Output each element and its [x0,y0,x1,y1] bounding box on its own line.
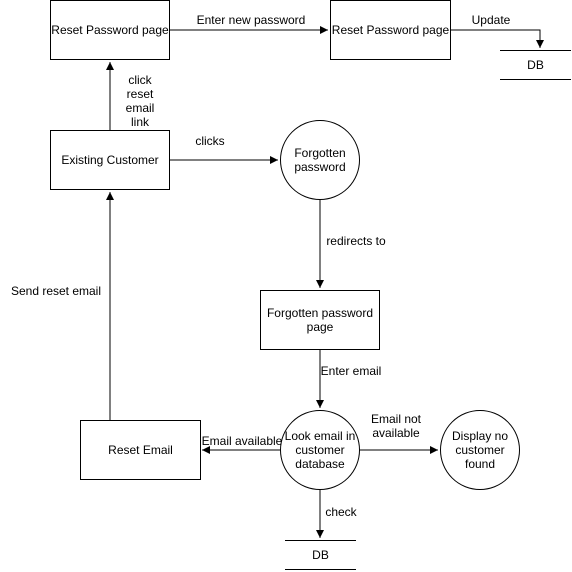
db-bottom-label: DB [312,548,329,562]
email-not-available-label: Email not available [370,412,422,440]
db-store-top[interactable]: DB [500,50,571,80]
reset-password-page-1-label: Reset Password page [51,23,169,37]
forgotten-password-page-box[interactable]: Forgotten password page [260,290,380,350]
send-reset-email-label: Send reset email [10,284,102,298]
forgotten-password-page-label: Forgotten password page [266,306,374,334]
existing-customer-label: Existing Customer [61,153,159,167]
clicks-label: clicks [195,134,225,148]
look-email-label: Look email in customer database [284,429,356,471]
enter-new-password-label: Enter new password [196,13,306,27]
forgotten-password-process[interactable]: Forgotten password [280,120,360,200]
reset-password-page-box-1[interactable]: Reset Password page [50,0,170,60]
update-label: Update [471,13,511,27]
look-email-process[interactable]: Look email in customer database [280,410,360,490]
click-reset-email-link-label: click reset email link [125,73,155,129]
reset-email-label: Reset Email [108,443,173,457]
reset-password-page-box-2[interactable]: Reset Password page [330,0,451,60]
check-label: check [325,505,357,519]
edge-update [450,29,544,48]
redirects-to-label: redirects to [326,234,386,248]
forgotten-password-label: Forgotten password [294,146,346,174]
display-no-customer-process[interactable]: Display no customer found [440,410,520,490]
enter-email-label: Enter email [320,364,382,378]
display-no-customer-label: Display no customer found [451,429,509,471]
reset-email-box[interactable]: Reset Email [80,420,201,480]
email-available-label: Email available [201,434,283,448]
db-store-bottom[interactable]: DB [285,540,356,570]
db-top-label: DB [527,58,544,72]
existing-customer-box[interactable]: Existing Customer [50,130,170,190]
reset-password-page-2-label: Reset Password page [331,23,450,37]
